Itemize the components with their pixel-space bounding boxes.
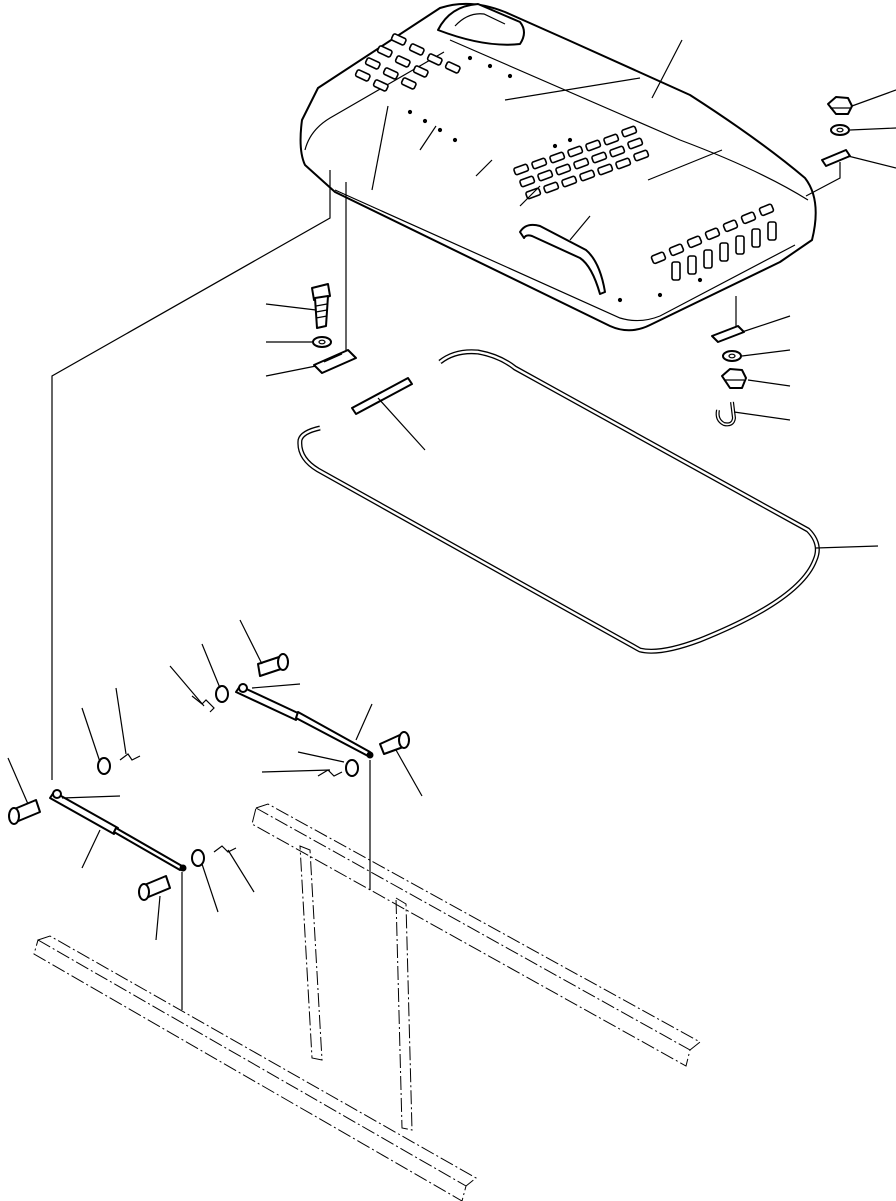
hood-bolt[interactable] bbox=[311, 283, 331, 329]
pin[interactable] bbox=[257, 653, 289, 677]
pin-right[interactable] bbox=[379, 731, 410, 755]
seal-strip[interactable] bbox=[351, 377, 426, 451]
hood-vents-center bbox=[513, 125, 650, 200]
hood-vents-left bbox=[354, 33, 461, 92]
gas-spring-upper[interactable] bbox=[235, 683, 374, 759]
alignment-lines bbox=[51, 162, 841, 1010]
nut[interactable] bbox=[827, 96, 853, 115]
washer[interactable] bbox=[830, 124, 850, 136]
pin-left[interactable] bbox=[8, 799, 41, 825]
hood-seal[interactable] bbox=[297, 349, 820, 654]
frame-rail-lower[interactable] bbox=[33, 935, 477, 1201]
engine-hood[interactable] bbox=[299, 2, 817, 332]
gas-spring-lower[interactable] bbox=[49, 789, 187, 872]
hood-vents-front bbox=[650, 203, 777, 281]
frame-rail-upper[interactable] bbox=[251, 803, 701, 1131]
callout-leaders bbox=[7, 39, 896, 941]
cotter-pin[interactable] bbox=[119, 695, 343, 853]
hood-hinge[interactable] bbox=[313, 349, 357, 374]
j-bolt[interactable] bbox=[715, 401, 737, 427]
latch-plate[interactable] bbox=[821, 149, 851, 167]
hood-rivets bbox=[407, 55, 703, 303]
hinge-washer[interactable] bbox=[312, 336, 332, 348]
spring-washer[interactable] bbox=[97, 685, 359, 867]
pin-lower[interactable] bbox=[138, 875, 171, 901]
nut-lower[interactable] bbox=[721, 368, 747, 389]
latch-plate-lower[interactable] bbox=[711, 325, 745, 343]
washer-lower[interactable] bbox=[722, 350, 742, 362]
